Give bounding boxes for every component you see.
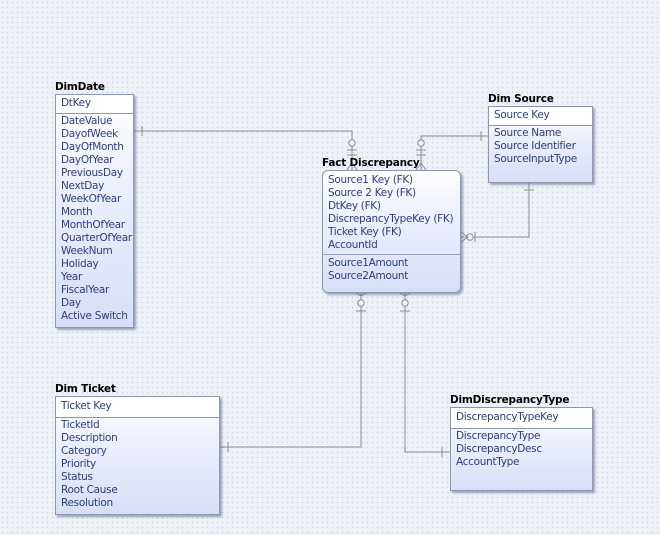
attribute-field[interactable]: TicketId bbox=[61, 419, 100, 431]
attribute-field[interactable]: Holiday bbox=[61, 258, 99, 270]
key-field[interactable]: DtKey bbox=[61, 97, 91, 109]
attribute-field[interactable]: DateValue bbox=[61, 115, 113, 127]
key-field[interactable]: DiscrepancyTypeKey bbox=[456, 411, 559, 423]
entity-box[interactable]: DtKey DateValue DayofWeek DayOfMonth Day… bbox=[55, 94, 134, 328]
entity-fact-discrepancy[interactable]: Fact Discrepancy Source1 Key (FK) Source… bbox=[322, 156, 461, 293]
attribute-field[interactable]: Year bbox=[61, 271, 83, 283]
relationship-discrepancytype-fact[interactable] bbox=[399, 292, 450, 457]
primary-key-section: Ticket Key bbox=[56, 397, 219, 418]
attribute-section: Source Name Source Identifier SourceInpu… bbox=[489, 126, 592, 166]
entity-box[interactable]: DiscrepancyTypeKey DiscrepancyType Discr… bbox=[450, 407, 593, 491]
attribute-field[interactable]: Source2Amount bbox=[328, 270, 409, 282]
attribute-field[interactable]: Source Identifier bbox=[494, 140, 576, 152]
key-field[interactable]: DtKey (FK) bbox=[328, 200, 381, 212]
attribute-section: TicketId Description Category Priority S… bbox=[56, 418, 219, 510]
entity-dimticket[interactable]: Dim Ticket Ticket Key TicketId Descripti… bbox=[55, 382, 220, 515]
entity-box[interactable]: Source Key Source Name Source Identifier… bbox=[488, 106, 593, 183]
entity-title: Dim Ticket bbox=[55, 383, 116, 395]
attribute-section: DateValue DayofWeek DayOfMonth DayOfYear… bbox=[56, 114, 133, 323]
relationship-source-fact-right[interactable] bbox=[460, 183, 534, 243]
primary-key-section: Source1 Key (FK) Source 2 Key (FK) DtKey… bbox=[323, 171, 460, 255]
attribute-section: DiscrepancyType DiscrepancyDesc AccountT… bbox=[451, 429, 592, 469]
attribute-field[interactable]: Category bbox=[61, 445, 107, 457]
attribute-field[interactable]: QuarterOfYear bbox=[61, 232, 132, 244]
attribute-field[interactable]: DayofWeek bbox=[61, 128, 118, 140]
entity-dimdiscrepancytype[interactable]: DimDiscrepancyType DiscrepancyTypeKey Di… bbox=[450, 393, 593, 491]
primary-key-section: DtKey bbox=[56, 95, 133, 114]
entity-title: DimDate bbox=[55, 81, 105, 93]
key-field[interactable]: Ticket Key (FK) bbox=[328, 226, 402, 238]
attribute-field[interactable]: Active Switch bbox=[61, 310, 128, 322]
key-field[interactable]: Source 2 Key (FK) bbox=[328, 187, 416, 199]
attribute-field[interactable]: Priority bbox=[61, 458, 96, 470]
entity-title: Fact Discrepancy bbox=[322, 157, 420, 169]
attribute-field[interactable]: WeekOfYear bbox=[61, 193, 121, 205]
primary-key-section: Source Key bbox=[489, 107, 592, 126]
key-field[interactable]: AccountId bbox=[328, 239, 378, 251]
attribute-field[interactable]: Resolution bbox=[61, 497, 113, 509]
attribute-field[interactable]: Status bbox=[61, 471, 93, 483]
attribute-field[interactable]: WeekNum bbox=[61, 245, 113, 257]
attribute-field[interactable]: Day bbox=[61, 297, 81, 309]
entity-title: DimDiscrepancyType bbox=[450, 394, 570, 406]
key-field[interactable]: DiscrepancyTypeKey (FK) bbox=[328, 213, 454, 225]
attribute-field[interactable]: DiscrepancyDesc bbox=[456, 443, 542, 455]
attribute-field[interactable]: DayOfYear bbox=[61, 154, 114, 166]
attribute-field[interactable]: NextDay bbox=[61, 180, 105, 192]
key-field[interactable]: Ticket Key bbox=[61, 400, 112, 412]
attribute-field[interactable]: MonthOfYear bbox=[61, 219, 125, 231]
attribute-section: Source1Amount Source2Amount bbox=[323, 255, 460, 283]
entity-box[interactable]: Ticket Key TicketId Description Category… bbox=[55, 396, 220, 515]
entity-dimdate[interactable]: DimDate DtKey DateValue DayofWeek DayOfM… bbox=[55, 80, 134, 328]
attribute-field[interactable]: FiscalYear bbox=[61, 284, 110, 296]
key-field[interactable]: Source1 Key (FK) bbox=[328, 174, 413, 186]
attribute-field[interactable]: DiscrepancyType bbox=[456, 430, 541, 442]
entity-box[interactable]: Source1 Key (FK) Source 2 Key (FK) DtKey… bbox=[322, 170, 461, 293]
relationship-ticket-fact[interactable] bbox=[220, 292, 367, 452]
attribute-field[interactable]: Source Name bbox=[494, 127, 562, 139]
entity-dimsource[interactable]: Dim Source Source Key Source Name Source… bbox=[488, 92, 593, 183]
attribute-field[interactable]: AccountType bbox=[456, 456, 520, 468]
attribute-field[interactable]: Root Cause bbox=[61, 484, 118, 496]
attribute-field[interactable]: DayOfMonth bbox=[61, 141, 124, 153]
attribute-field[interactable]: Source1Amount bbox=[328, 257, 409, 269]
entity-title: Dim Source bbox=[488, 93, 554, 105]
attribute-field[interactable]: PreviousDay bbox=[61, 167, 123, 179]
primary-key-section: DiscrepancyTypeKey bbox=[451, 408, 592, 429]
attribute-field[interactable]: Month bbox=[61, 206, 93, 218]
attribute-field[interactable]: SourceInputType bbox=[494, 153, 577, 165]
key-field[interactable]: Source Key bbox=[494, 109, 550, 121]
attribute-field[interactable]: Description bbox=[61, 432, 118, 444]
